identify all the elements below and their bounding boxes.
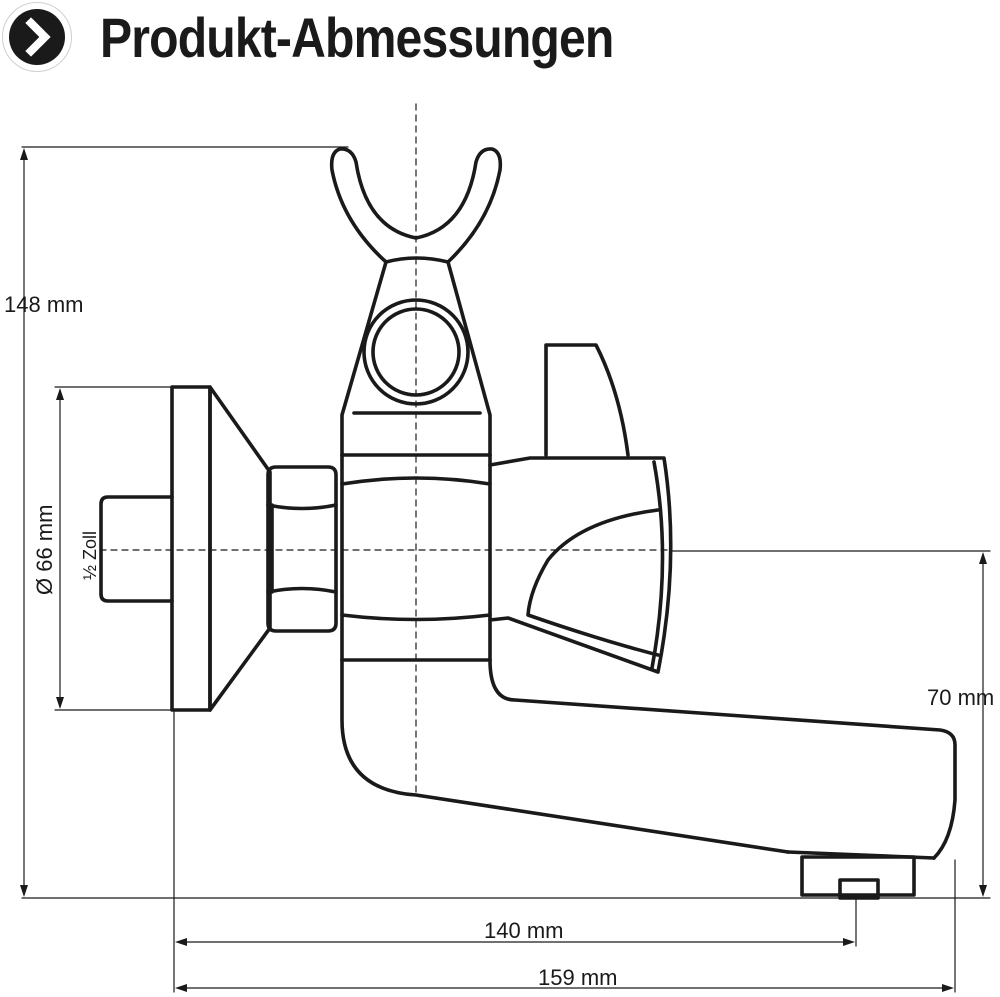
label-reach-short: 140 mm: [484, 918, 563, 943]
label-spout-height: 70 mm: [927, 685, 994, 710]
faucet-outline: [99, 147, 957, 900]
label-flange-diameter: Ø 66 mm: [32, 505, 57, 595]
label-reach-total: 159 mm: [538, 965, 617, 990]
arrow-heads: [20, 148, 987, 992]
header: Produkt-Abmessungen: [0, 0, 1000, 80]
chevron-right-icon: [9, 9, 65, 65]
page-title: Produkt-Abmessungen: [100, 6, 614, 69]
label-thread: ½ Zoll: [80, 531, 100, 580]
badge: [2, 2, 72, 72]
dimension-lines: [21, 146, 991, 993]
label-height-total: 148 mm: [4, 292, 83, 317]
center-lines: [99, 103, 673, 796]
